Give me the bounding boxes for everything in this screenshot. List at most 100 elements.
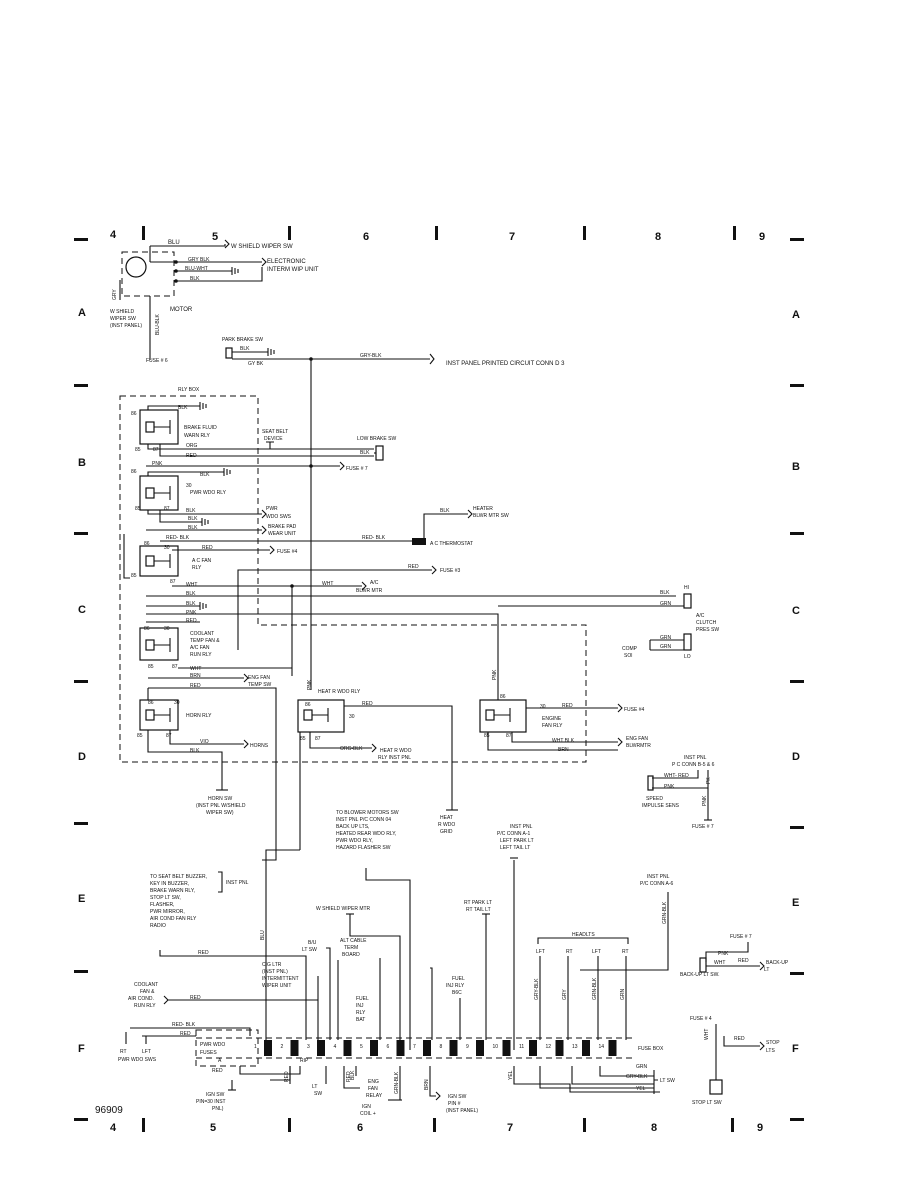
wire-label: YEL — [508, 1070, 514, 1080]
component-label: TERM — [344, 945, 358, 951]
fuse-pin-number: 8 — [440, 1044, 443, 1050]
wire-label: PNK — [718, 951, 729, 957]
pin-label: 86 — [305, 702, 311, 708]
component-label: INTERM WIP UNIT — [267, 267, 319, 273]
fuel-inj-rly-b6c: FUEL INJ RLY B6C — [446, 976, 465, 1040]
ground-symbol — [231, 267, 239, 275]
wire-label: WHT — [322, 581, 333, 587]
fuse-label: FUSE # 6 — [146, 358, 168, 364]
pin-label: 87 — [164, 506, 170, 512]
component-label: INST PANEL PRINTED CIRCUIT CONN D 3 — [446, 361, 565, 367]
wire-label: RED — [562, 703, 573, 709]
component-label: WDO SWS — [266, 514, 292, 520]
wire-label: GY BK — [248, 361, 264, 367]
component-label: FUSE BOX — [638, 1046, 664, 1052]
col-marker: 7 — [507, 1122, 513, 1134]
motor-symbol — [125, 256, 147, 278]
component-label: PARK BRAKE SW — [222, 337, 263, 343]
wire-label: WHT — [186, 582, 197, 588]
wire-label: BLU-BLK — [155, 313, 161, 335]
fuse-label: FUSE # 4 — [690, 1016, 712, 1022]
heat-r-wdo-relay: HEAT R WDO RLY 86 30 85 87 RED ORG-BLK H… — [297, 689, 453, 850]
wire-label: RED — [212, 1068, 223, 1074]
component-label: HEATER — [473, 506, 493, 512]
component-label: COMP — [622, 646, 638, 652]
note-text: TO BLOWER MOTORS SW — [336, 810, 399, 816]
component-label: RLY — [192, 565, 202, 571]
wire-label: PNK — [186, 610, 197, 616]
component-label: RT — [566, 949, 573, 955]
component-label: INJ RLY — [446, 983, 465, 989]
component-label: ENG FAN — [248, 675, 270, 681]
fuse-cell: 5 — [360, 1040, 378, 1056]
fuse-cell-body — [396, 1040, 405, 1056]
col-marker: 6 — [357, 1122, 363, 1134]
component-label: (INST PNL) — [262, 969, 288, 975]
fuse-label: FUSE #3 — [440, 568, 461, 574]
component-label: ELECTRONIC — [267, 259, 306, 265]
fuse-pin-number: 4 — [334, 1044, 337, 1050]
note-text: HAZARD FLASHER SW — [336, 845, 391, 851]
bu-lt-sw: B/U LT SW — [302, 940, 331, 1040]
col-marker: 5 — [210, 1122, 216, 1134]
col-marker: 7 — [509, 231, 515, 243]
component-label: LOW BRAKE SW — [357, 436, 396, 442]
wire-label: RED — [180, 1031, 191, 1037]
top-column-markers: 4 5 6 7 8 9 — [110, 226, 765, 243]
backup-light-switch: FUSE # 7 PNK WHT RED BACK-UP LT BACK-UP … — [680, 934, 789, 978]
component-label: IGN SW — [206, 1092, 225, 1098]
component-label: IGN — [362, 1104, 371, 1110]
row-marker: E — [792, 897, 799, 909]
col-marker: 5 — [212, 231, 218, 243]
component-label: HEAT R WDO RLY — [318, 689, 361, 695]
component-label: RUN RLY — [190, 652, 212, 658]
row-marker: C — [792, 605, 800, 617]
wire-label: GRN — [620, 989, 626, 1001]
wire-label: ORG-BLK — [340, 746, 363, 752]
component-label: IGN SW — [448, 1094, 467, 1100]
component-label: RT — [622, 949, 629, 955]
wire-label: BLK — [350, 1070, 356, 1080]
fuse-pin-number: 14 — [599, 1044, 605, 1050]
brake-fluid-relay: 86 85 87 BLK BRAKE FLUID WARN RLY ORG RE… — [131, 402, 374, 459]
component-label: HORNS — [250, 743, 269, 749]
pin-label: 30 — [164, 545, 170, 551]
pin-label: 86 — [500, 694, 506, 700]
component-label: HEAT — [440, 815, 453, 821]
fuse-pin-number: 6 — [387, 1044, 390, 1050]
fuse-cell-body — [264, 1040, 272, 1056]
component-label: PNL) — [212, 1106, 224, 1112]
pin-label: 86 — [131, 469, 137, 475]
component-label: (INST PANEL) — [110, 323, 142, 329]
headlights: HEADLTS LFT RT LFT RT GRY-BLK GRY GRN-BL… — [534, 932, 629, 1040]
pin-label: 30 — [186, 483, 192, 489]
ac-fan-relay: 86 85 87 30 RED FUSE #4 A C FAN RLY — [123, 534, 298, 585]
note-text: STOP LT SW, — [150, 895, 181, 901]
wire-label: BLU-WHT — [185, 266, 208, 272]
component-label: RUN RLY — [134, 1003, 156, 1009]
component-label: AIR COND. — [128, 996, 154, 1002]
blower-notes: TO BLOWER MOTORS SW INST PNL P/C CONN 04… — [336, 810, 399, 851]
row-marker: A — [78, 307, 86, 319]
fuse-pin-number: 11 — [519, 1044, 524, 1050]
fuse-cell-body — [529, 1040, 537, 1056]
component-label: (INST PNL W/SHIELD — [196, 803, 246, 809]
low-brake-switch: LOW BRAKE SW BLK — [357, 436, 396, 461]
pin-label: 86 — [144, 626, 150, 632]
component-label: RLY BOX — [178, 387, 200, 393]
col-marker: 8 — [651, 1122, 657, 1134]
row-marker: F — [78, 1043, 85, 1055]
fuse-cell-body — [502, 1040, 511, 1056]
right-row-markers: A B C D E F — [790, 238, 804, 1121]
component-label: LT — [312, 1084, 317, 1090]
component-label: CLUTCH — [696, 620, 717, 626]
wire-label: GRN — [660, 635, 672, 641]
fuse-cell: 9 — [466, 1040, 484, 1056]
fuse-pin-number: 10 — [493, 1044, 499, 1050]
fuse-cell-body — [608, 1040, 617, 1056]
pin-label: 30 — [540, 704, 546, 710]
row-marker: A — [792, 309, 800, 321]
pin-label: 86 — [131, 411, 137, 417]
col-marker: 4 — [110, 1122, 117, 1134]
component-label: INST PNL — [684, 755, 707, 761]
